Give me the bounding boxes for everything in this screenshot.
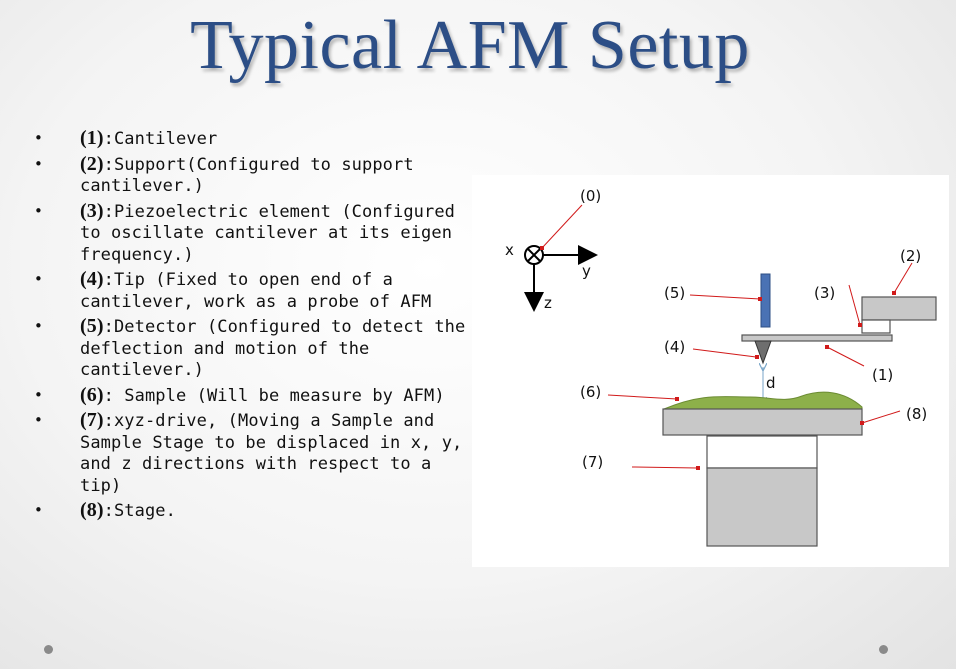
- label-8: (8): [906, 405, 927, 423]
- item-text: :Support(Configured to support cantileve…: [80, 154, 414, 197]
- item-number: (1): [80, 127, 104, 149]
- support: [861, 296, 937, 321]
- list-item-support: (2):Support(Configured to support cantil…: [30, 152, 470, 198]
- sample: [663, 391, 863, 410]
- xyz-drive-upper: [706, 435, 818, 469]
- afm-diagram: x y z d: [505, 187, 937, 547]
- xyz-drive-lower: [706, 467, 818, 547]
- label-0: (0): [580, 187, 601, 205]
- z-axis-label: z: [544, 294, 552, 312]
- leader-lines: [541, 204, 913, 469]
- slide-corner-dot-right: [879, 645, 888, 654]
- list-item-tip: (4):Tip (Fixed to open end of a cantilev…: [30, 268, 470, 313]
- item-number: (7): [80, 409, 104, 431]
- label-5: (5): [664, 284, 685, 302]
- list-item-cantilever: (1):Cantilever: [30, 127, 470, 151]
- label-6: (6): [580, 383, 601, 401]
- piezoelectric-element: [861, 319, 891, 334]
- item-number: (3): [80, 199, 104, 222]
- item-text: :Tip (Fixed to open end of a cantilever,…: [80, 270, 432, 312]
- cantilever: [741, 334, 893, 342]
- slide-title: Typical AFM Setup: [190, 7, 750, 84]
- gap-label: d: [766, 374, 776, 392]
- item-text: : Sample (Will be measure by AFM): [103, 385, 445, 406]
- detector: [760, 273, 771, 328]
- list-item-detector: (5):Detector (Configured to detect the d…: [30, 315, 470, 382]
- afm-diagram-panel: x y z d: [472, 175, 949, 567]
- item-text: :Detector (Configured to detect the defl…: [80, 317, 466, 380]
- item-number: (8): [80, 499, 104, 521]
- item-number: (6): [80, 383, 104, 406]
- stage: [662, 408, 863, 436]
- item-text: :Piezoelectric element (Configured to os…: [80, 201, 456, 265]
- item-text: :Cantilever: [103, 129, 218, 149]
- leader-dots: [540, 246, 896, 470]
- x-axis-label: x: [505, 241, 514, 259]
- tip: [754, 340, 772, 365]
- list-item-sample: (6): Sample (Will be measure by AFM): [30, 383, 470, 408]
- label-7: (7): [582, 453, 603, 471]
- item-text: :xyz-drive, (Moving a Sample and Sample …: [80, 411, 463, 496]
- list-item-piezoelectric: (3):Piezoelectric element (Configured to…: [30, 199, 470, 267]
- item-text: :Stage.: [103, 501, 176, 521]
- slide-corner-dot-left: [44, 645, 53, 654]
- label-1: (1): [872, 366, 893, 384]
- component-list: (1):Cantilever (2):Support(Configured to…: [30, 127, 470, 526]
- label-3: (3): [814, 284, 835, 302]
- list-item-stage: (8):Stage.: [30, 499, 470, 523]
- label-4: (4): [664, 338, 685, 356]
- label-2: (2): [900, 247, 921, 265]
- list-item-xyz-drive: (7):xyz-drive, (Moving a Sample and Samp…: [30, 409, 470, 497]
- item-number: (4): [80, 268, 104, 290]
- item-number: (5): [80, 315, 104, 337]
- coordinate-axes: x y z: [505, 241, 598, 312]
- y-axis-label: y: [582, 262, 591, 280]
- item-number: (2): [80, 152, 104, 175]
